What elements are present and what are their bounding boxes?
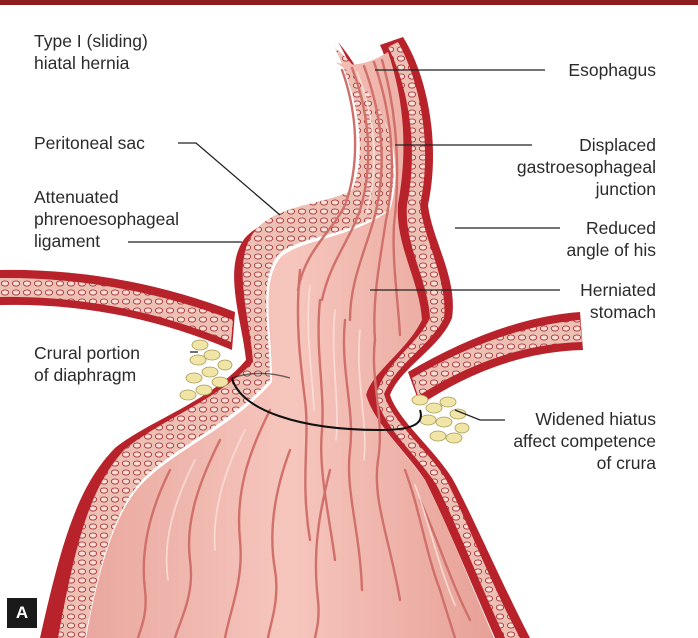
label-crural-line-1: Crural portion (34, 342, 140, 364)
label-esophagus-text: Esophagus (568, 59, 656, 81)
label-angle-of-his: Reduced angle of his (566, 217, 656, 261)
label-phreno-line-2: phrenoesophageal (34, 208, 179, 230)
label-peritoneal-sac-text: Peritoneal sac (34, 132, 145, 154)
label-his-line-1: Reduced (566, 217, 656, 239)
label-herniated-stomach: Herniated stomach (580, 279, 656, 323)
label-phrenoesophageal-ligament: Attenuated phrenoesophageal ligament (34, 186, 179, 252)
panel-letter-badge: A (7, 598, 37, 628)
label-ge-line-2: gastroesophageal (517, 156, 656, 178)
diaphragm-left (0, 270, 235, 350)
label-hiatus-line-1: Widened hiatus (513, 408, 656, 430)
diagram-title: Type I (sliding) hiatal hernia (34, 30, 148, 74)
label-ge-junction: Displaced gastroesophageal junction (517, 134, 656, 200)
label-ge-line-3: junction (517, 178, 656, 200)
label-herniated-line-2: stomach (580, 301, 656, 323)
label-esophagus: Esophagus (568, 59, 656, 81)
label-phreno-line-3: ligament (34, 230, 179, 252)
title-line-1: Type I (sliding) (34, 30, 148, 52)
label-crural-line-2: of diaphragm (34, 364, 140, 386)
label-crural-portion: Crural portion of diaphragm (34, 342, 140, 386)
label-hiatus-line-2: affect competence (513, 430, 656, 452)
label-widened-hiatus: Widened hiatus affect competence of crur… (513, 408, 656, 474)
label-phreno-line-1: Attenuated (34, 186, 179, 208)
title-line-2: hiatal hernia (34, 52, 148, 74)
label-peritoneal-sac: Peritoneal sac (34, 132, 145, 154)
label-his-line-2: angle of his (566, 239, 656, 261)
label-herniated-line-1: Herniated (580, 279, 656, 301)
label-hiatus-line-3: of crura (513, 452, 656, 474)
label-ge-line-1: Displaced (517, 134, 656, 156)
